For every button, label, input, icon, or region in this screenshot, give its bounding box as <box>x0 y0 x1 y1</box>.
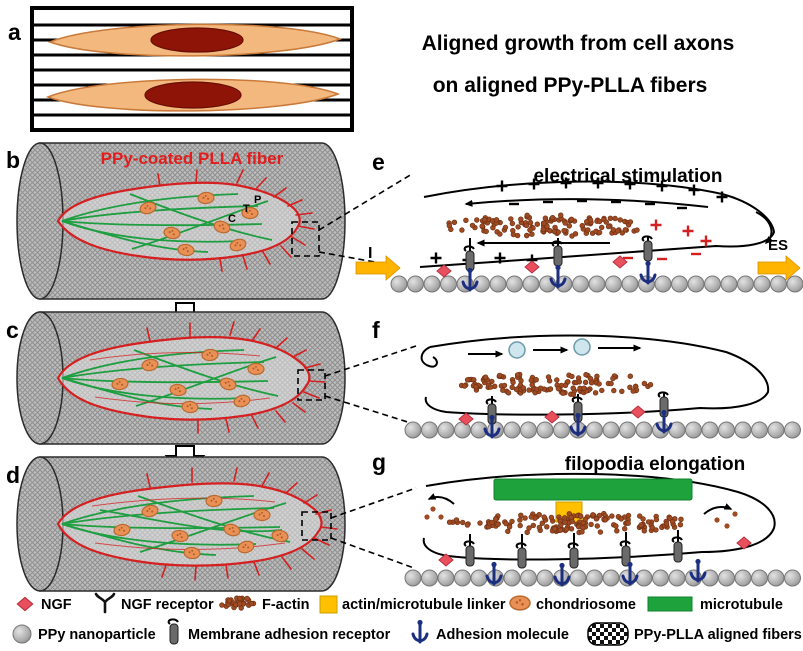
zoom-region-b <box>291 221 320 257</box>
legend-label-microtubule: microtubule <box>700 597 783 613</box>
legend-label-adhesion-molecule: Adhesion molecule <box>436 627 569 643</box>
panel-g: g filopodia elongation <box>372 449 801 587</box>
actin-monomers-left <box>424 493 455 520</box>
es-label: ES <box>768 237 788 254</box>
panel-f: f <box>372 317 801 439</box>
legend-label-linker: actin/microtubule linker <box>342 597 506 613</box>
panel-c: c <box>6 311 417 445</box>
legend-label-ngf-receptor: NGF receptor <box>121 597 214 613</box>
panel-a: a <box>8 6 354 132</box>
ngf-icon <box>16 596 34 612</box>
ngf-diamond <box>630 405 646 419</box>
f-actin-band-e <box>446 212 640 239</box>
panel-a-label: a <box>8 19 21 45</box>
nanoparticle-row-g <box>404 569 801 587</box>
legend: NGF NGF receptor F-actin actin/microtubu… <box>12 592 802 646</box>
legend-label-nanoparticle: PPy nanoparticle <box>38 627 156 643</box>
ngf-receptor-icon <box>94 592 116 614</box>
cone-outline-f <box>424 334 770 416</box>
current-arrow-right <box>757 255 801 281</box>
cell-nucleus <box>144 81 242 109</box>
charges-red <box>621 218 713 261</box>
f-actin-band-f <box>458 371 654 398</box>
zoom-connector-c-f <box>324 345 417 425</box>
membrane-receptor-icon <box>167 618 179 645</box>
adhesion-molecule-icon <box>411 618 429 644</box>
adhesion-molecule <box>655 408 673 434</box>
legend-label-ppy-plla-fibers: PPy-PLLA aligned fibers <box>634 627 802 643</box>
nanoparticle-icon <box>12 624 32 644</box>
zoom-region-c <box>297 369 326 401</box>
cone-outline-g <box>422 472 776 561</box>
filopodia-elongation-title: filopodia elongation <box>565 454 745 475</box>
zoom-connector-d-g <box>330 487 417 569</box>
vesicle-transport <box>468 338 642 359</box>
panel-e: e electrical stimulation ES <box>355 149 803 293</box>
nanoparticle-row-f <box>404 421 801 439</box>
growth-cone-c <box>56 321 326 434</box>
legend-label-ngf: NGF <box>41 597 72 613</box>
aligned-cell-bottom <box>45 78 341 112</box>
actin-monomers-right <box>703 503 738 529</box>
figure-title-line1: Aligned growth from cell axons <box>422 32 735 55</box>
ngf-diamond <box>524 260 540 274</box>
f-actin-icon <box>219 595 257 611</box>
current-label: I <box>368 245 372 262</box>
ppy-plla-fibers-icon <box>587 622 629 646</box>
retrograde-flow-arrow <box>464 198 709 208</box>
linker-icon <box>319 595 338 614</box>
panel-e-label: e <box>372 149 385 175</box>
ngf-diamond <box>544 410 560 424</box>
current-arrow-left <box>355 255 401 281</box>
microtubule-icon <box>647 596 693 612</box>
fiber-caption: PPy-coated PLLA fiber <box>101 149 284 168</box>
figure-title-line2: on aligned PPy-PLLA fibers <box>433 74 708 97</box>
panel-b: b PPy-coated PLLA fiber <box>6 142 413 300</box>
chondriosome-icon <box>509 595 531 611</box>
panel-b-label: b <box>6 147 20 173</box>
growth-cone-b: C T P <box>56 169 315 272</box>
f-actin-band-g <box>446 510 684 536</box>
cell-nucleus <box>150 27 244 53</box>
cone-peripheral-label: P <box>254 194 261 206</box>
ngf-diamond <box>436 264 452 278</box>
panel-g-label: g <box>372 449 386 475</box>
zoom-connector-b-e <box>318 173 413 265</box>
panel-c-label: c <box>6 317 19 343</box>
legend-label-chondriosome: chondriosome <box>536 597 636 613</box>
growth-cone-d <box>56 467 338 581</box>
panel-d-label: d <box>6 462 20 488</box>
cone-central-label: C <box>228 213 236 225</box>
legend-label-f-actin: F-actin <box>262 597 310 613</box>
panel-d: d <box>6 456 417 592</box>
microtubule-bar <box>493 478 693 501</box>
legend-label-membrane-receptor: Membrane adhesion receptor <box>188 627 391 643</box>
membrane-curl-f <box>420 346 438 368</box>
adhesion-molecule <box>639 259 657 285</box>
panel-f-label: f <box>372 317 380 343</box>
cone-outline-e <box>419 180 776 268</box>
aligned-cell-top <box>47 23 343 57</box>
es-tip-arrow <box>755 211 774 245</box>
zoom-region-d <box>301 511 332 541</box>
cone-transition-label: T <box>243 203 250 215</box>
nanoparticle-row-e <box>390 275 803 293</box>
vesicle <box>508 341 526 359</box>
vesicle <box>573 338 591 356</box>
